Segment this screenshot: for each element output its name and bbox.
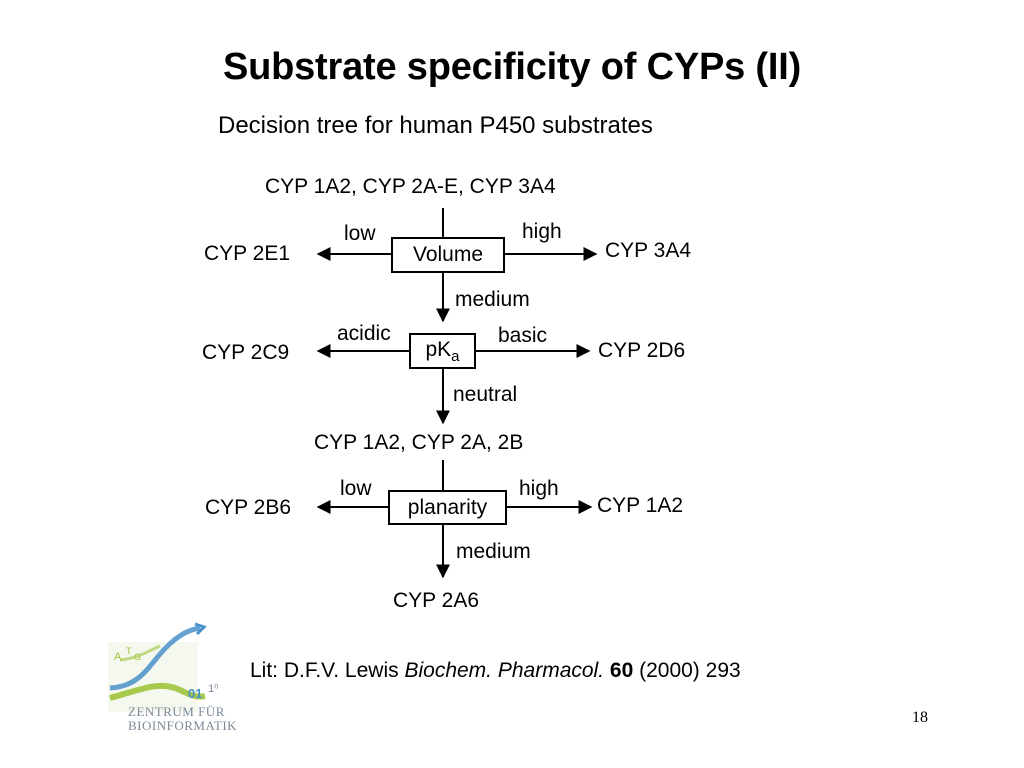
pka-neutral-label: neutral bbox=[453, 383, 518, 406]
logo-digits-right: 1⁰ bbox=[208, 683, 219, 695]
pka-acidic-result: CYP 2C9 bbox=[202, 341, 290, 364]
svg-text:G: G bbox=[134, 652, 141, 662]
svg-text:T: T bbox=[126, 646, 132, 656]
planarity-medium-label: medium bbox=[456, 540, 531, 563]
logo-line2: BIOINFORMATIK bbox=[128, 718, 238, 733]
planarity-low-result: CYP 2B6 bbox=[205, 496, 291, 519]
reference-journal: Biochem. Pharmacol. bbox=[404, 659, 605, 682]
logo-digits-left: 01 bbox=[188, 686, 203, 701]
reference-volume: 60 bbox=[609, 659, 634, 682]
svg-text:A: A bbox=[114, 651, 122, 663]
pka-node-subscript: a bbox=[451, 348, 460, 366]
reference-rest: (2000) 293 bbox=[633, 659, 741, 682]
volume-high-label: high bbox=[522, 220, 562, 243]
volume-medium-label: medium bbox=[455, 288, 530, 311]
volume-high-result: CYP 3A4 bbox=[605, 239, 691, 262]
pka-node-base: pK bbox=[425, 338, 452, 361]
level3-top-label: CYP 1A2, CYP 2A, 2B bbox=[314, 431, 524, 454]
planarity-medium-result: CYP 2A6 bbox=[393, 589, 479, 612]
logo-line1: ZENTRUM FÜR bbox=[128, 704, 225, 719]
page-number: 18 bbox=[912, 709, 928, 726]
pka-basic-result: CYP 2D6 bbox=[598, 339, 686, 362]
pka-acidic-label: acidic bbox=[337, 322, 391, 345]
level1-top-label: CYP 1A2, CYP 2A-E, CYP 3A4 bbox=[265, 175, 556, 198]
reference-prefix: Lit: D.F.V. Lewis bbox=[250, 659, 405, 682]
volume-low-label: low bbox=[344, 222, 376, 245]
slide-title: Substrate specificity of CYPs (II) bbox=[222, 46, 802, 88]
planarity-high-result: CYP 1A2 bbox=[597, 494, 683, 517]
slide-subtitle: Decision tree for human P450 substrates bbox=[218, 112, 653, 139]
literature-reference: Lit: D.F.V. Lewis Biochem. Pharmacol. 60… bbox=[250, 659, 741, 683]
logo-graphic-icon: A T G bbox=[108, 622, 207, 712]
planarity-node: planarity bbox=[388, 490, 507, 525]
planarity-low-label: low bbox=[340, 477, 372, 500]
pka-basic-label: basic bbox=[498, 324, 548, 347]
volume-low-result: CYP 2E1 bbox=[204, 242, 290, 265]
zentrum-bioinformatik-logo: A T G 01 1⁰ ZENTRUM FÜR BIOINFORMATIK bbox=[80, 620, 240, 740]
pka-node: pKa bbox=[409, 333, 476, 369]
volume-node: Volume bbox=[391, 237, 505, 273]
planarity-high-label: high bbox=[519, 477, 559, 500]
